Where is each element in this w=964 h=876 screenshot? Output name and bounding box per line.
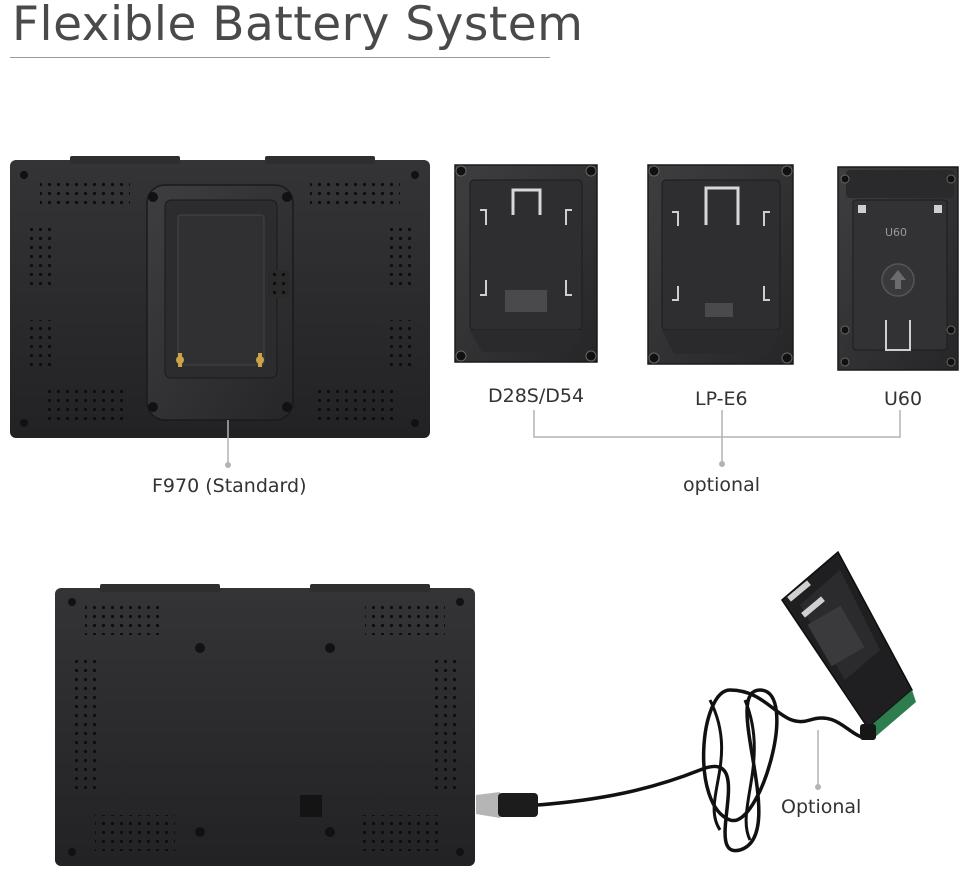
title-underline	[10, 57, 550, 58]
label-f970-standard: F970 (Standard)	[152, 475, 307, 497]
label-d28s-d54: D28S/D54	[488, 385, 585, 407]
plate-d28s-d54	[454, 164, 598, 363]
u60-marking: U60	[885, 226, 907, 239]
power-cable	[476, 688, 871, 853]
monitor-back	[55, 584, 475, 866]
label-lp-e6: LP-E6	[695, 388, 748, 410]
monitor-back-with-f970-plate	[10, 156, 430, 438]
plate-lp-e6	[647, 164, 794, 365]
page-title: Flexible Battery System	[12, 0, 584, 52]
label-optional-plates: optional	[683, 474, 761, 496]
label-optional-adapter: Optional	[781, 796, 862, 818]
power-adapter	[781, 550, 916, 740]
plate-u60: U60	[837, 166, 959, 371]
label-u60: U60	[884, 388, 923, 410]
